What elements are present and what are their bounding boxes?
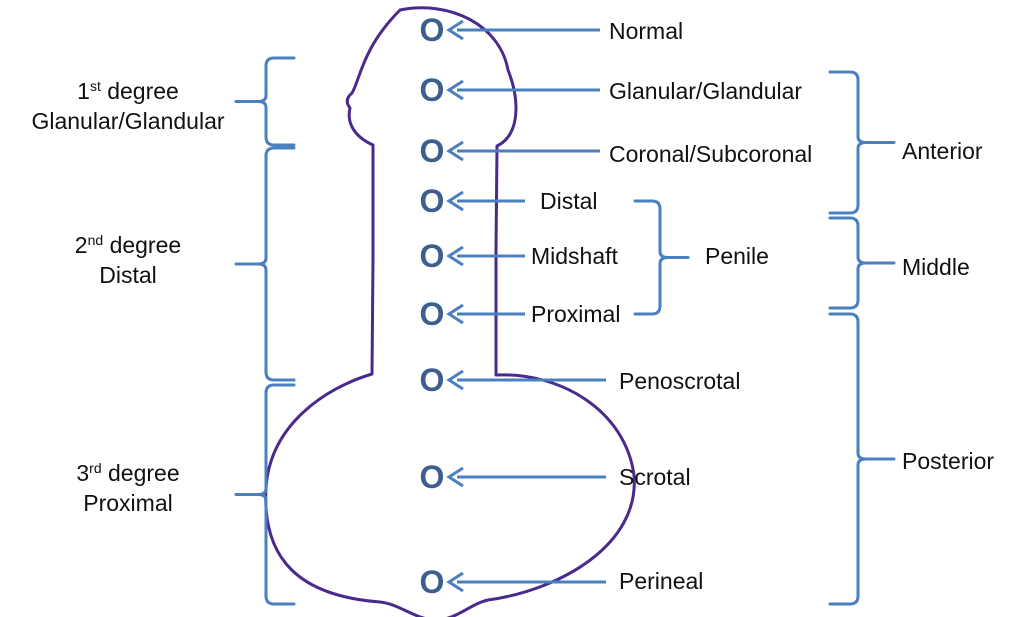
level-marker: O	[420, 183, 445, 219]
degree-third-name: Proximal	[0, 488, 256, 518]
region-posterior: Posterior	[902, 450, 994, 473]
degree-third-number: 3	[76, 460, 89, 486]
degree-third-word: degree	[108, 460, 180, 486]
level-marker: O	[420, 238, 445, 274]
label-glanular: Glanular/Glandular	[609, 80, 802, 103]
label-penoscrotal: Penoscrotal	[619, 370, 740, 393]
level-marker: O	[420, 459, 445, 495]
level-marker: O	[420, 362, 445, 398]
degree-second-word: degree	[110, 232, 182, 258]
level-marker: O	[420, 296, 445, 332]
brackets-group	[236, 58, 894, 604]
degree-first-name: Glanular/Glandular	[0, 106, 256, 136]
label-distal: Distal	[540, 190, 598, 213]
label-midshaft: Midshaft	[531, 245, 618, 268]
region-anterior: Anterior	[902, 140, 983, 163]
level-marker: O	[420, 133, 445, 169]
region-middle: Middle	[902, 256, 970, 279]
degree-third-suffix: rd	[89, 460, 101, 476]
level-marker: O	[420, 72, 445, 108]
label-proximal: Proximal	[531, 303, 620, 326]
degree-second: 2nd degree Distal	[0, 230, 256, 290]
degree-second-suffix: nd	[88, 232, 104, 248]
degree-third: 3rd degree Proximal	[0, 458, 256, 518]
bracket-penile	[635, 201, 688, 314]
bracket-posterior	[830, 314, 894, 604]
degree-second-number: 2	[75, 232, 88, 258]
degree-second-name: Distal	[0, 260, 256, 290]
label-perineal: Perineal	[619, 570, 703, 593]
degree-first: 1st degree Glanular/Glandular	[0, 76, 256, 136]
degree-first-suffix: st	[90, 78, 101, 94]
level-marker: O	[420, 12, 445, 48]
label-coronal: Coronal/Subcoronal	[609, 143, 812, 166]
bracket-middle	[830, 218, 894, 308]
degree-first-word: degree	[107, 78, 179, 104]
label-penile: Penile	[705, 245, 769, 268]
bracket-anterior	[830, 72, 894, 213]
degree-first-number: 1	[77, 78, 90, 104]
label-scrotal: Scrotal	[619, 466, 691, 489]
label-normal: Normal	[609, 20, 683, 43]
level-marker: O	[420, 564, 445, 600]
